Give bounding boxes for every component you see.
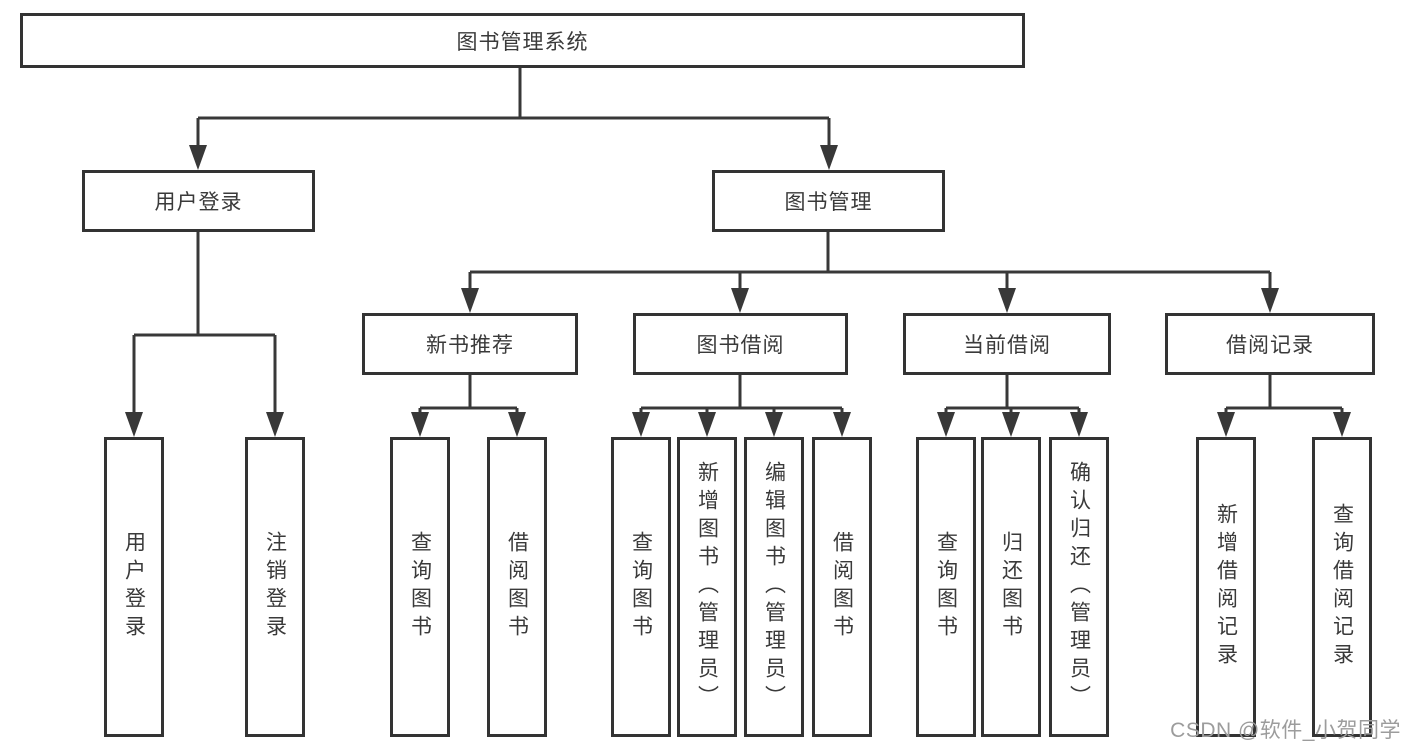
leaf-edit-book-admin: 编辑图书（管理员） [744,437,804,737]
leaf-logout: 注销登录 [245,437,305,737]
connector-strokes [132,68,1344,419]
leaf-add-book-admin-label: 新增图书（管理员） [695,461,719,713]
node-user-login-label: 用户登录 [154,191,243,214]
node-new-book-recommend-label: 新书推荐 [426,334,514,357]
node-book-management: 图书管理 [712,170,945,232]
leaf-query-book-3: 查询图书 [916,437,976,737]
node-borrow-records: 借阅记录 [1165,313,1375,375]
node-book-borrow: 图书借阅 [633,313,848,375]
leaf-query-book-1-label: 查询图书 [408,531,432,643]
leaf-query-book-3-label: 查询图书 [934,531,958,643]
leaf-query-book-1: 查询图书 [390,437,450,737]
node-book-management-label: 图书管理 [784,191,873,214]
leaf-confirm-return-admin: 确认归还（管理员） [1049,437,1109,737]
leaf-query-borrow-record-label: 查询借阅记录 [1330,503,1354,671]
leaf-user-login: 用户登录 [104,437,164,737]
node-current-borrow: 当前借阅 [903,313,1111,375]
leaf-borrow-book-2-label: 借阅图书 [830,531,854,643]
leaf-edit-book-admin-label: 编辑图书（管理员） [762,461,786,713]
leaf-query-borrow-record: 查询借阅记录 [1312,437,1372,737]
leaf-add-borrow-record: 新增借阅记录 [1196,437,1256,737]
arrowheads [125,145,1351,437]
leaf-return-book-label: 归还图书 [999,531,1023,643]
leaf-add-book-admin: 新增图书（管理员） [677,437,737,737]
leaf-borrow-book-1: 借阅图书 [487,437,547,737]
node-user-login: 用户登录 [82,170,315,232]
leaf-query-book-2: 查询图书 [611,437,671,737]
leaf-return-book: 归还图书 [981,437,1041,737]
csdn-watermark: CSDN @软件_小贺同学 [1170,719,1401,742]
leaf-add-borrow-record-label: 新增借阅记录 [1214,503,1238,671]
node-borrow-records-label: 借阅记录 [1226,334,1314,357]
leaf-borrow-book-1-label: 借阅图书 [505,531,529,643]
node-current-borrow-label: 当前借阅 [963,334,1051,357]
node-root: 图书管理系统 [20,13,1025,68]
node-new-book-recommend: 新书推荐 [362,313,578,375]
leaf-logout-label: 注销登录 [263,531,287,643]
leaf-confirm-return-admin-label: 确认归还（管理员） [1067,461,1091,713]
node-root-label: 图书管理系统 [456,30,589,54]
node-book-borrow-label: 图书借阅 [696,334,785,357]
leaf-user-login-label: 用户登录 [122,531,146,643]
leaf-query-book-2-label: 查询图书 [629,531,653,643]
leaf-borrow-book-2: 借阅图书 [812,437,872,737]
